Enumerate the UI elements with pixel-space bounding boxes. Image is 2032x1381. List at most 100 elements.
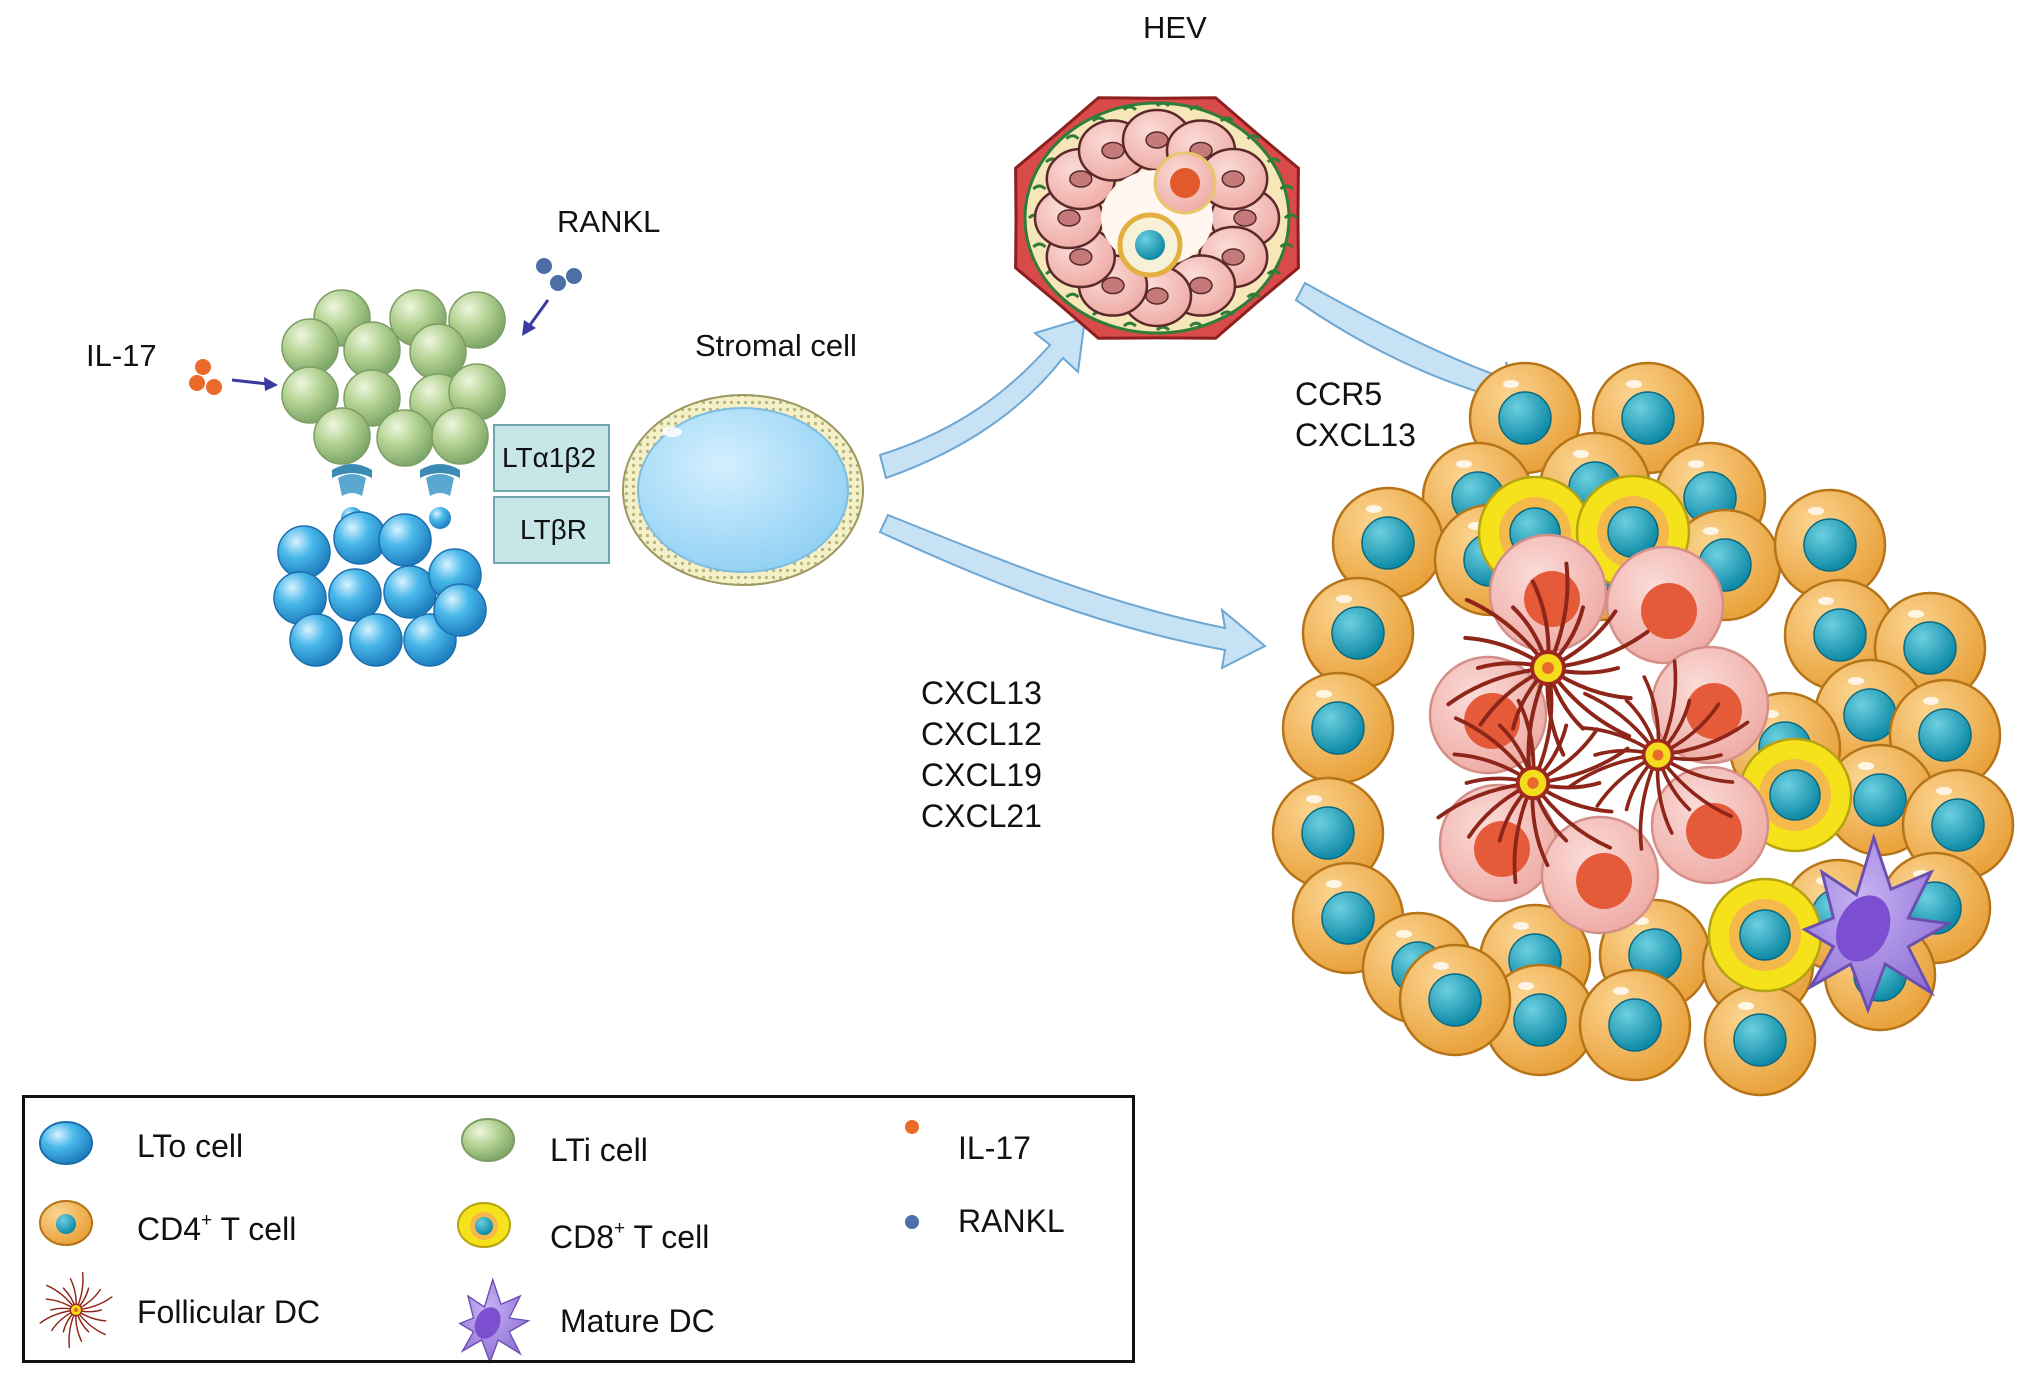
cell-highlight [1848,677,1864,685]
cd4-t-cell-nucleus [1813,608,1867,662]
cell-highlight [1366,505,1382,513]
cd4-t-cell-nucleus [1361,516,1415,570]
legend-cd4-label: CD4+ T cell [137,1211,297,1247]
legend-fdc-label: Follicular DC [137,1294,321,1330]
cell-highlight [1808,507,1824,515]
hev-endothelial-nucleus [1221,170,1245,188]
hev-fiber [1091,116,1107,123]
hev-fiber [1246,292,1261,299]
hev-vessel [1014,96,1300,340]
chemokine-ccr5: CCR5 [1295,376,1383,412]
cd4-t-cell-nucleus [1331,606,1385,660]
hev-fiber [1279,184,1294,191]
legend-cd8-base: CD8 [550,1219,615,1255]
cell-highlight [1818,597,1834,605]
lti-cell [376,409,434,467]
b-cell-nucleus [1641,583,1697,639]
legend-rankl-icon [905,1215,919,1229]
cell-highlight [1326,880,1342,888]
cell-highlight [1306,795,1322,803]
receptor-cups [332,464,460,529]
cell-highlight [1573,450,1589,458]
cd4-t-cell-nucleus [1903,621,1957,675]
cell-highlight [1316,690,1332,698]
lto-cell [433,583,487,637]
hev-fiber [1155,101,1171,108]
tertiary-lymphoid-structure [1271,361,2015,1097]
hev-t-cell-nucleus [1135,230,1165,260]
fdc-nucleus [1652,749,1664,761]
cell-highlight [1936,787,1952,795]
hev-fiber [1065,134,1080,140]
cell-highlight [1688,460,1704,468]
hev-endothelial-nucleus [1069,170,1093,188]
ltbr-box [493,496,610,564]
cd4-t-cell-nucleus [1803,518,1857,572]
il17-molecules [189,359,222,395]
cd4-t-cell-nucleus [1311,701,1365,755]
lto-cell [328,568,382,622]
cell-highlight [1908,610,1924,618]
cd8-t-cell-nucleus [1739,909,1791,961]
hev-fiber [1283,213,1299,220]
hev-fiber [1189,321,1204,328]
ltbr-label: LTβR [520,514,587,545]
cell-highlight [1513,922,1529,930]
fdc-nucleus [1542,662,1554,674]
lto-cell-cluster [273,511,487,667]
cd4-t-cell-nucleus [1608,998,1662,1052]
chemokine-cxcl19: CXCL19 [921,757,1042,793]
legend-cd4-base: CD4 [137,1211,202,1247]
chemokine-cxcl13-top: CXCL13 [1295,417,1416,453]
cd4-t-cell-nucleus [1843,688,1897,742]
legend-rankl-label: RANKL [958,1203,1065,1239]
legend-cd8-sup: + [614,1218,626,1239]
b-cell-nucleus [1686,803,1742,859]
chemokine-list-top: CCR5 CXCL13 [1295,374,1416,456]
legend-cd4-tail: T cell [212,1211,297,1247]
hev-b-cell-nucleus [1170,168,1200,198]
lto-cell [277,525,331,579]
chemokine-cxcl21: CXCL21 [921,798,1042,834]
hev-fiber [1219,116,1235,123]
lta1b2-box [493,424,610,492]
chemokine-cxcl12: CXCL12 [921,716,1042,752]
legend-cd8-label: CD8+ T cell [550,1218,709,1255]
mature-dc-nucleus [1835,895,1891,962]
mature-dc-nucleus [474,1307,501,1339]
lto-cell [349,613,403,667]
cell-highlight [1703,527,1719,535]
chemokine-list-bottom: CXCL13 CXCL12 CXCL19 CXCL21 [921,673,1042,837]
hev-endothelial-nucleus [1069,248,1093,266]
hev-fiber [1122,105,1137,111]
cell-highlight [1433,962,1449,970]
hev-label: HEV [1143,10,1207,45]
cell-highlight [1518,982,1534,990]
cell-highlight [1858,762,1874,770]
arrow-to-hev [878,316,1087,480]
cd4-t-cell-nucleus [1918,708,1972,762]
hev-endothelial-nucleus [1145,131,1169,149]
hev-fiber [1155,325,1171,332]
hev-fiber [1032,242,1047,249]
lti-cell [448,291,506,349]
cd4-t-cell-nucleus [1621,391,1675,445]
cell-highlight [1626,380,1642,388]
lti-cell [431,407,489,465]
lto-cell [289,613,343,667]
fdc-nucleus [1527,777,1539,789]
hev-endothelial-nucleus [1145,287,1169,305]
hev-fiber [1032,184,1047,191]
lto-cell [383,565,437,619]
hev-fiber [1065,292,1080,299]
legend-il17-icon [905,1120,919,1134]
cell-highlight [1336,595,1352,603]
lta1b2-label: LTα1β2 [502,442,597,473]
legend-cd4-nucleus [56,1214,76,1234]
hev-fiber [1266,269,1281,276]
rankl-label: RANKL [557,204,661,239]
cell-highlight [1613,987,1629,995]
chemokine-cxcl13: CXCL13 [921,675,1042,711]
rankl-molecules [536,258,582,291]
cell-highlight [1503,380,1519,388]
